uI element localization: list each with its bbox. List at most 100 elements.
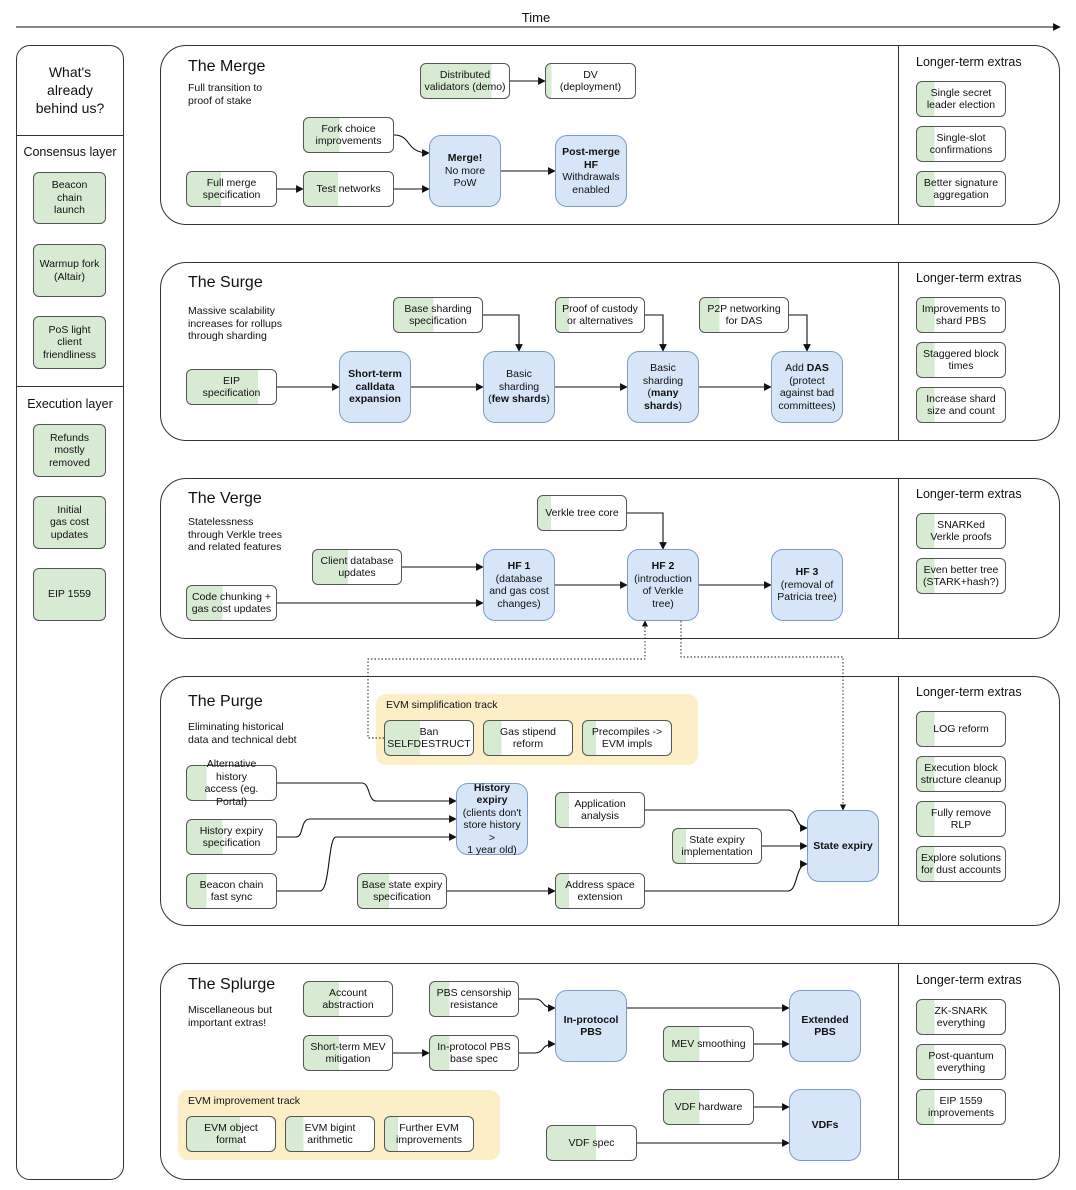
splurge-further-evm: Further EVM improvements [384,1116,474,1152]
surge-p2p-networking: P2P networking for DAS [699,297,789,333]
consensus-item-3: PoS light client friendliness [33,316,106,369]
purge-extra-3: Fully remove RLP [916,801,1006,837]
surge-proof-of-custody: Proof of custody or alternatives [555,297,645,333]
surge-basic-many: Basic sharding (many shards) [627,351,699,423]
surge-extra-2: Staggered block times [916,342,1006,378]
purge-extra-4: Explore solutions for dust accounts [916,846,1006,882]
merge-subtitle: Full transition to proof of stake [188,82,263,107]
surge-extra-3: Increase shard size and count [916,387,1006,423]
purge-base-state-expiry-label: Base state expiry specification [361,878,443,904]
purge-gas-stipend-label: Gas stipend reform [499,725,557,751]
verge-hf2-label: HF 2 (introduction of Verkle tree) [634,560,692,610]
surge-basic-few: Basic sharding (few shards) [483,351,555,423]
verge-title: The Verge [188,490,262,507]
verge-extra-1-label: SNARKed Verkle proofs [930,518,992,544]
splurge-pbs-censorship-label: PBS censorship resistance [436,986,512,1012]
evm-simplification-track-label: EVM simplification track [386,699,498,711]
splurge-vdfs: VDFs [789,1089,861,1161]
purge-base-state-expiry: Base state expiry specification [357,873,447,909]
merge-test-networks: Test networks [303,171,394,207]
surge-subtitle: Massive scalability increases for rollup… [188,305,282,342]
evm-improvement-track-label: EVM improvement track [188,1095,301,1107]
splurge-inprotocol-pbs-spec-label: In-protocol PBS base spec [437,1040,511,1066]
purge-state-expiry: State expiry [807,810,879,882]
surge-extra-3-label: Increase shard size and count [926,392,996,418]
surge-extra-1-label: Improvements to shard PBS [921,302,1001,328]
splurge-extra-1-label: ZK-SNARK everything [934,1004,988,1030]
merge-extra-2-label: Single-slot confirmations [929,131,993,157]
purge-app-analysis: Application analysis [555,792,645,828]
splurge-vdf-hardware-label: VDF hardware [674,1100,743,1113]
purge-extra-2-label: Execution block structure cleanup [920,761,1002,787]
verge-code-chunking-label: Code chunking + gas cost updates [191,590,272,616]
splurge-mev-smoothing-label: MEV smoothing [671,1037,746,1050]
consensus-item-2-label: Warmup fork (Altair) [39,258,100,283]
splurge-extra-3-label: EIP 1559 improvements [928,1094,994,1120]
verge-verkle-core: Verkle tree core [537,495,627,531]
surge-eip-spec-label: EIP specification [202,374,261,400]
consensus-item-1-label: Beacon chain launch [51,179,88,217]
execution-item-3: EIP 1559 [33,568,106,621]
merge-extra-2: Single-slot confirmations [916,126,1006,162]
purge-ban-selfdestruct: Ban SELFDESTRUCT [384,720,474,756]
splurge-extended-pbs: Extended PBS [789,990,861,1062]
splurge-short-term-mev-label: Short-term MEV mitigation [310,1040,386,1066]
purge-extra-4-label: Explore solutions for dust accounts [921,851,1001,877]
splurge-extra-1: ZK-SNARK everything [916,999,1006,1035]
execution-item-2: Initial gas cost updates [33,496,106,549]
section-surge [160,262,1060,441]
merge-fork-choice: Fork choice improvements [303,117,394,153]
execution-item-3-label: EIP 1559 [47,588,91,601]
purge-history-expiry-label: History expiry (clients don't store hist… [462,781,522,857]
splurge-account-abstraction-label: Account abstraction [322,986,374,1012]
merge-extra-1: Single secret leader election [916,81,1006,117]
splurge-evm-object-format-label: EVM object format [204,1121,258,1147]
purge-beacon-fast-sync: Beacon chain fast sync [186,873,277,909]
verge-extra-1: SNARKed Verkle proofs [916,513,1006,549]
purge-extra-2: Execution block structure cleanup [916,756,1006,792]
splurge-vdf-hardware: VDF hardware [663,1089,754,1125]
surge-basic-few-label: Basic sharding (few shards) [488,368,550,406]
splurge-extra-2: Post-quantum everything [916,1044,1006,1080]
purge-extras-title: Longer-term extras [916,685,1022,699]
purge-address-space: Address space extension [555,873,645,909]
splurge-subtitle: Miscellaneous but important extras! [188,1004,273,1029]
purge-history-expiry-spec: History expiry specification [186,819,277,855]
verge-extras-divider [898,478,899,639]
splurge-extra-3: EIP 1559 improvements [916,1089,1006,1125]
splurge-inprotocol-pbs-spec: In-protocol PBS base spec [429,1035,519,1071]
merge-merge-label: Merge! No more PoW [444,152,486,190]
surge-extras-divider [898,262,899,441]
splurge-account-abstraction: Account abstraction [303,981,393,1017]
surge-base-sharding-spec: Base sharding specification [393,297,483,333]
purge-alt-history-label: Alternative history access (eg. Portal) [204,758,259,808]
splurge-inprotocol-pbs-label: In-protocol PBS [563,1013,619,1039]
verge-code-chunking: Code chunking + gas cost updates [186,585,277,621]
merge-dv-deployment: DV (deployment) [545,63,636,99]
surge-title: The Surge [188,274,263,291]
execution-item-1: Refunds mostly removed [33,424,106,477]
consensus-item-1: Beacon chain launch [33,172,106,224]
merge-dv-deployment-label: DV (deployment) [559,68,622,94]
surge-proof-of-custody-label: Proof of custody or alternatives [562,302,638,328]
splurge-mev-smoothing: MEV smoothing [663,1026,754,1062]
merge-post-merge-hf-label: Post-merge HF Withdrawals enabled [562,146,620,196]
merge-distributed-validators-label: Distributed validators (demo) [424,68,506,94]
splurge-extra-2-label: Post-quantum everything [928,1049,994,1075]
purge-state-expiry-impl: State expiry implementation [672,828,762,864]
surge-short-term-calldata-label: Short-term calldata expansion [348,368,402,406]
consensus-item-2: Warmup fork (Altair) [33,244,106,297]
purge-state-expiry-label: State expiry [813,839,873,852]
purge-extra-1: LOG reform [916,711,1006,747]
merge-full-merge-spec: Full merge specification [186,171,277,207]
left-divider-1 [16,135,124,136]
verge-client-db: Client database updates [312,549,402,585]
verge-hf3: HF 3 (removal of Patricia tree) [771,549,843,621]
splurge-further-evm-label: Further EVM improvements [396,1121,462,1147]
purge-extra-1-label: LOG reform [933,722,989,735]
time-axis-label: Time [521,10,551,25]
surge-basic-many-label: Basic sharding (many shards) [642,362,684,412]
splurge-extras-divider [898,963,899,1180]
verge-hf1: HF 1 (database and gas cost changes) [483,549,555,621]
